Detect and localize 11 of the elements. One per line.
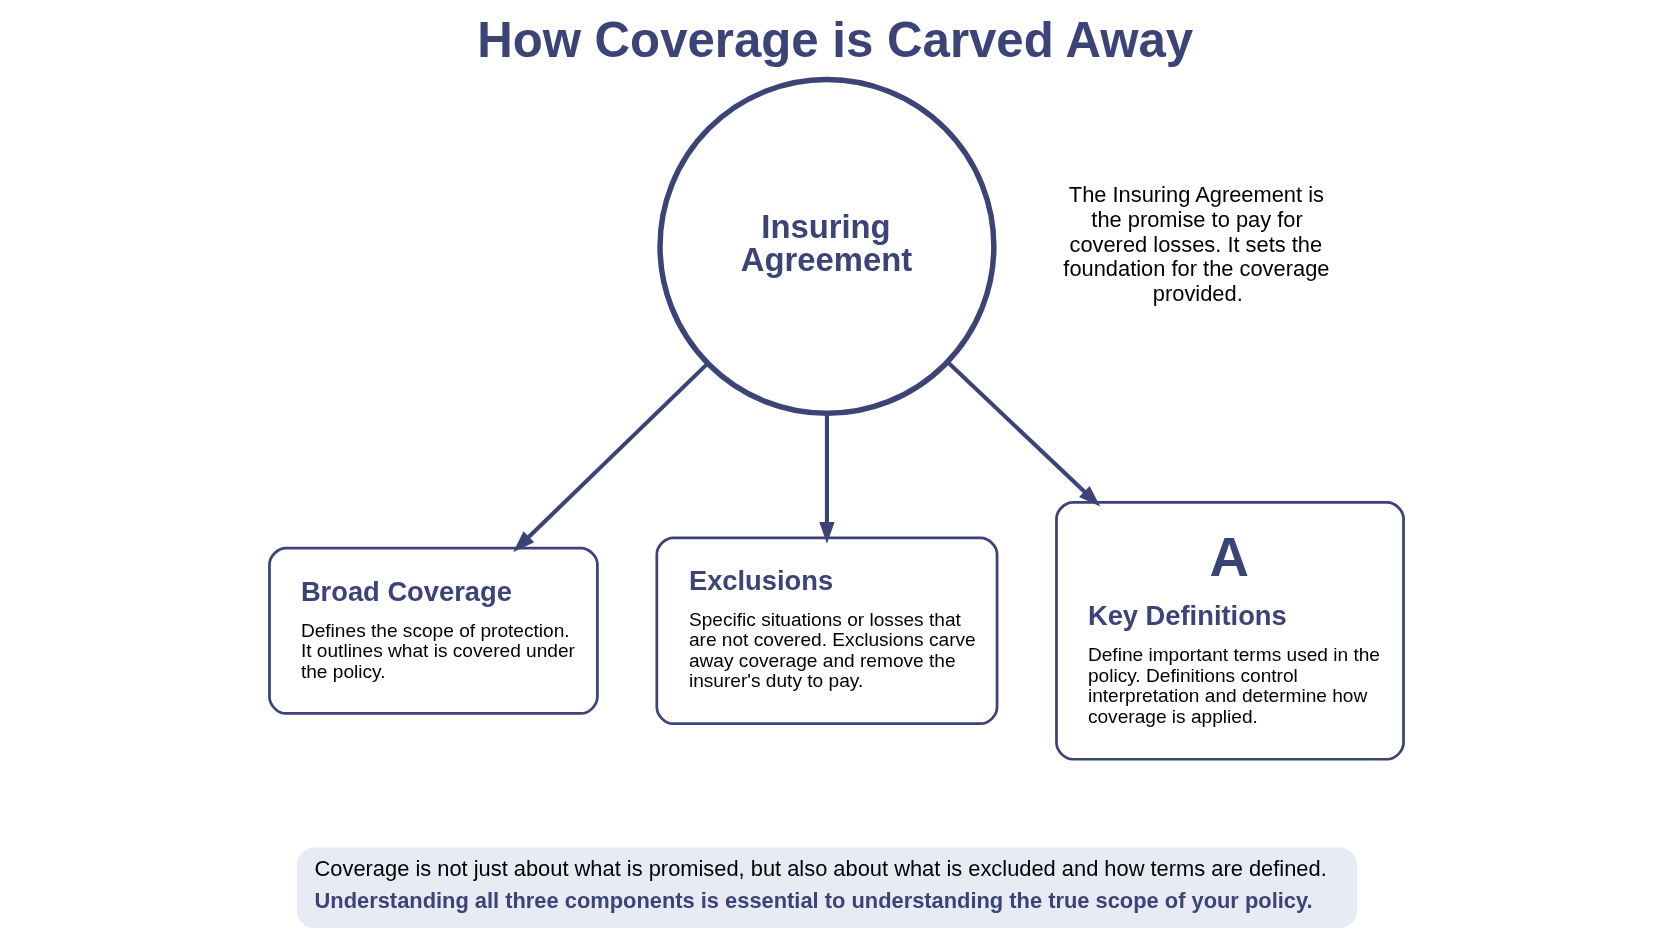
label: Understanding all three components is essential to understanding the true scope of your policy. (314, 887, 1313, 913)
label: Coverage is not just about what is promised, but also about what is excluded and how terms are defined. (314, 856, 1327, 882)
node-label: The Insuring Agreement is the promise to pay for covered losses. It sets the foundation for the coverage provided. (1062, 182, 1329, 306)
node-box: Exclusions Specific situations or losses that are not covered. Exclusions carve away coverage and remove the insurer's duty to pay. (654, 536, 998, 726)
node-box: A Key Definitions Define important terms used in the policy. Definitions control interpretation and determine how coverage is applied. (1054, 501, 1405, 761)
arrow (512, 362, 709, 553)
node-circle: Insuring Agreement (656, 76, 997, 417)
arrow (945, 360, 1100, 507)
node-box: Broad Coverage Defines the scope of protection. It outlines what is covered under the policy. (267, 546, 599, 715)
arrow (818, 414, 835, 544)
diagram-title: How Coverage is Carved Away (476, 12, 1193, 68)
